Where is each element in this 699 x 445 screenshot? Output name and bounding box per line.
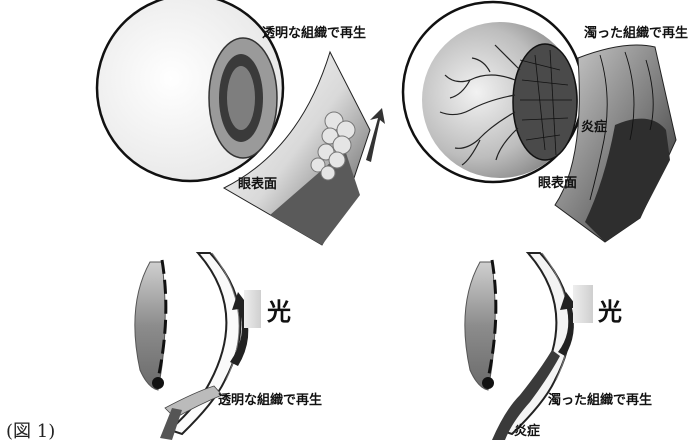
label-inflammation-bottom: 炎症 <box>514 420 540 439</box>
label-light-right: 光 <box>598 292 622 327</box>
cornea-right <box>513 44 577 160</box>
ciliary-body-right <box>482 377 494 389</box>
label-cloudy-regen-top: 濁った組織で再生 <box>584 22 688 41</box>
ciliary-body <box>152 377 164 389</box>
light-indicator-right <box>573 285 593 323</box>
label-eye-surface-top-right: 眼表面 <box>538 172 577 191</box>
figure-caption: (図 1) <box>6 417 55 443</box>
cross-section-bottom-right <box>465 253 593 440</box>
label-light-left: 光 <box>267 292 291 327</box>
label-inflammation-top: 炎症 <box>581 116 607 135</box>
label-cloudy-regen-bottom: 濁った組織で再生 <box>548 389 652 408</box>
cross-section-bottom-left <box>135 253 261 440</box>
label-eye-surface-top-left: 眼表面 <box>238 173 277 192</box>
pupil <box>227 66 255 130</box>
label-clear-regen-bottom: 透明な組織で再生 <box>218 389 322 408</box>
light-indicator <box>244 290 261 328</box>
label-clear-regen-top: 透明な組織で再生 <box>262 22 366 41</box>
